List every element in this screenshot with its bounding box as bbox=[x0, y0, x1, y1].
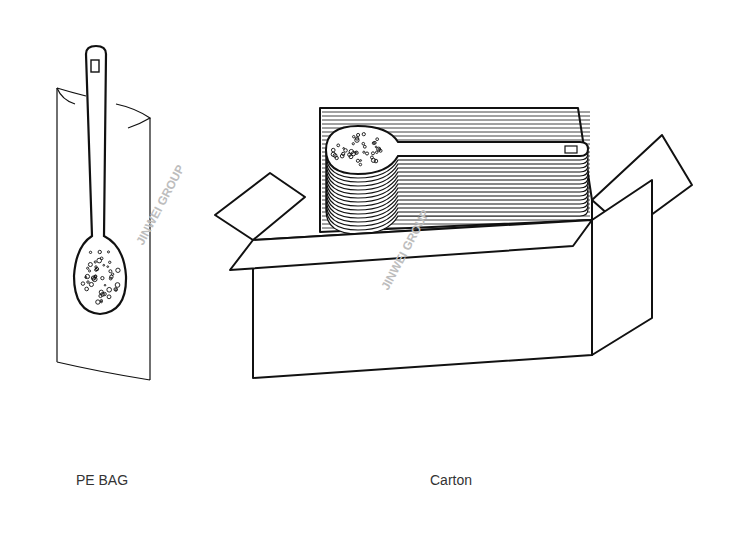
spoon bbox=[74, 46, 126, 314]
spoon-stack bbox=[326, 126, 588, 234]
carton-box bbox=[215, 135, 692, 378]
caption-label: Carton bbox=[430, 472, 472, 488]
caption-label: PE BAG bbox=[76, 472, 128, 488]
watermark: JINWEI GROUP bbox=[133, 163, 187, 248]
